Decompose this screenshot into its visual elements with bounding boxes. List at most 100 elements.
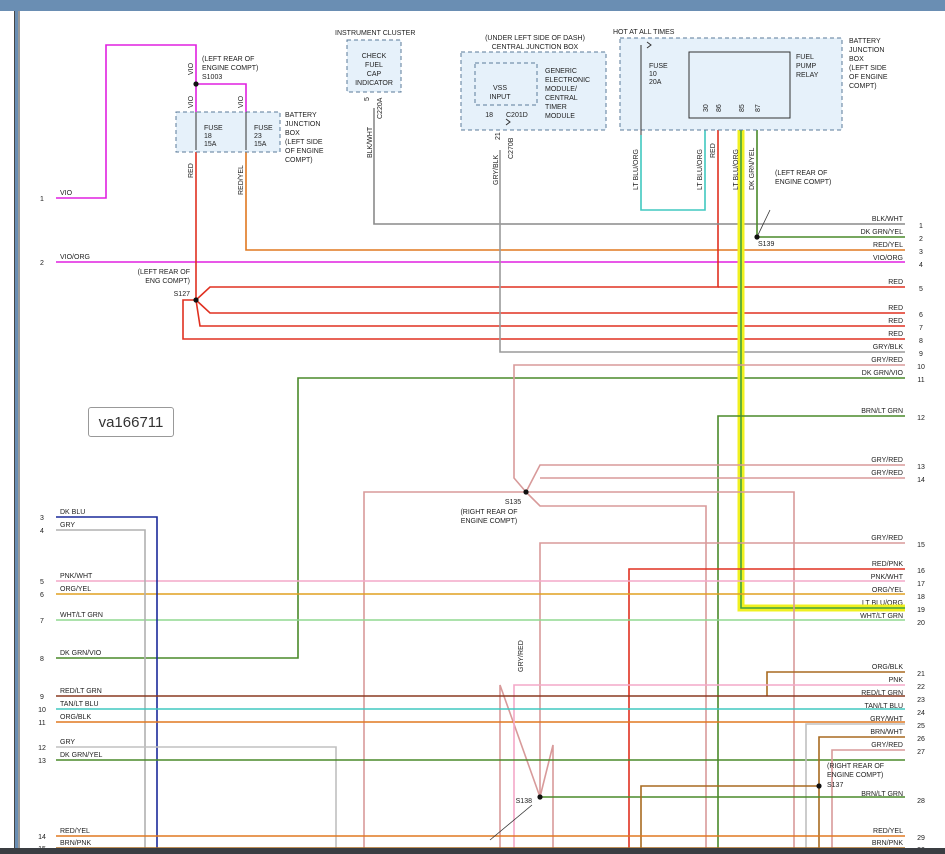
bjb-left-label: JUNCTION <box>285 121 320 128</box>
gem-text: TIMER <box>545 104 567 111</box>
vl-red-yel: RED/YEL <box>238 165 245 195</box>
wire-red-6 <box>195 299 905 314</box>
left-pin-label: DK GRN/YEL <box>60 752 103 759</box>
right-pin-label: BRN/PNK <box>872 840 903 847</box>
right-pin-label: DK GRN/YEL <box>861 229 904 236</box>
wire-red-relay86 <box>195 120 719 301</box>
fuse23-label: FUSE <box>254 125 273 132</box>
left-pin-number: 2 <box>40 260 44 267</box>
wire-gry-red-10 <box>513 364 905 493</box>
fuse23-label: 23 <box>254 133 262 140</box>
s139-pointer <box>756 209 771 238</box>
vl-vio1: VIO <box>188 62 195 75</box>
hot-box <box>619 37 843 131</box>
relay-pin: 85 <box>739 104 746 112</box>
wire-gry-blk <box>499 150 905 353</box>
right-pin-label: WHT/LT GRN <box>860 613 903 620</box>
right-pin-label: GRY/RED <box>871 535 903 542</box>
bjb-right-label: (LEFT SIDE <box>849 65 887 72</box>
relay-label: RELAY <box>796 72 819 79</box>
left-pin-number: 4 <box>40 528 44 535</box>
s127-id: S127 <box>174 291 190 298</box>
s127-loc: (LEFT REAR OF <box>138 269 190 276</box>
s137-id: S137 <box>827 782 843 789</box>
relay-pin: 86 <box>716 104 723 112</box>
right-pin-label: RED <box>888 318 903 325</box>
s135-loc: ENGINE COMPT) <box>461 518 517 525</box>
fuse10-label: FUSE <box>649 63 668 70</box>
right-pin-number: 12 <box>917 415 925 422</box>
left-pin-label: GRY <box>60 522 75 529</box>
left-pin-number: 6 <box>40 592 44 599</box>
right-pin-label: RED/LT GRN <box>861 690 903 697</box>
splice-s139 <box>754 234 760 240</box>
left-pin-label: BRN/PNK <box>60 840 91 847</box>
bottom-toolbar <box>0 848 945 854</box>
cjb-conn2: C270B <box>508 137 515 159</box>
right-pin-label: RED <box>888 331 903 338</box>
fuse23-label: 15A <box>254 141 267 148</box>
right-pin-number: 4 <box>919 262 923 269</box>
right-pin-label: BRN/LT GRN <box>861 408 903 415</box>
cjb-conn: C201D <box>506 112 528 119</box>
right-pin-number: 13 <box>917 464 925 471</box>
right-pin-label: PNK/WHT <box>871 574 904 581</box>
right-pin-number: 28 <box>917 798 925 805</box>
right-pin-label: RED/YEL <box>873 242 903 249</box>
right-pin-label: DK GRN/VIO <box>862 370 904 377</box>
right-pin-label: RED/YEL <box>873 828 903 835</box>
bjb-left-label: OF ENGINE <box>285 148 324 155</box>
right-pin-label: GRY/RED <box>871 457 903 464</box>
s1003-id: S1003 <box>202 74 222 81</box>
right-pin-number: 29 <box>917 835 925 842</box>
left-pin-label: PNK/WHT <box>60 573 93 580</box>
left-pin-number: 12 <box>38 745 46 752</box>
right-pin-number: 15 <box>917 542 925 549</box>
right-pin-number: 8 <box>919 338 923 345</box>
wire-brn-wht <box>818 736 905 848</box>
splice-s1003 <box>193 81 199 87</box>
left-pin-label: RED/YEL <box>60 828 90 835</box>
vss-text: INPUT <box>490 94 512 101</box>
left-pin-number: 10 <box>38 707 46 714</box>
cjb-title2: CENTRAL JUNCTION BOX <box>492 44 579 51</box>
gem-text: GENERIC <box>545 68 577 75</box>
s135-id: S135 <box>505 499 521 506</box>
vl-lt-blu-org3: LT BLU/ORG <box>733 149 740 190</box>
battery-junction-box-left <box>175 111 281 153</box>
cjb-title1: (UNDER LEFT SIDE OF DASH) <box>485 35 585 42</box>
bjb-right-label: JUNCTION <box>849 47 884 54</box>
vl-red: RED <box>188 163 195 178</box>
instrument-cluster-box <box>346 39 402 93</box>
relay-pin: 30 <box>703 104 710 112</box>
wire-red-8 <box>182 299 905 340</box>
top-toolbar <box>0 0 945 11</box>
right-pin-label: ORG/YEL <box>872 587 903 594</box>
cjb-pin: 18 <box>485 112 493 119</box>
right-pin-number: 5 <box>919 286 923 293</box>
right-pin-number: 10 <box>917 364 925 371</box>
left-pin-label: GRY <box>60 739 75 746</box>
instrument-cluster-text: CHECK <box>362 53 387 60</box>
left-pin-number: 3 <box>40 515 44 522</box>
vss-text: VSS <box>493 85 507 92</box>
s139-loc: ENGINE COMPT) <box>775 179 831 186</box>
relay-label: PUMP <box>796 63 817 70</box>
wire-lt-blu-org-loop <box>640 120 706 211</box>
left-pin-label: VIO/ORG <box>60 254 90 261</box>
s135-loc: (RIGHT REAR OF <box>460 509 517 516</box>
fuse10-label: 10 <box>649 71 657 78</box>
wire-red-7 <box>195 299 905 327</box>
wire-gry-12 <box>56 746 337 848</box>
wire-gry-red-27 <box>831 749 905 848</box>
vl-lt-blu-org2: LT BLU/ORG <box>697 149 704 190</box>
fuse18-label: 15A <box>204 141 217 148</box>
left-pin-number: 9 <box>40 694 44 701</box>
instrument-cluster-text: INDICATOR <box>355 80 393 87</box>
left-pin-label: TAN/LT BLU <box>60 701 99 708</box>
fuse10-label: 20A <box>649 79 662 86</box>
right-pin-number: 23 <box>917 697 925 704</box>
right-pin-label: RED <box>888 305 903 312</box>
